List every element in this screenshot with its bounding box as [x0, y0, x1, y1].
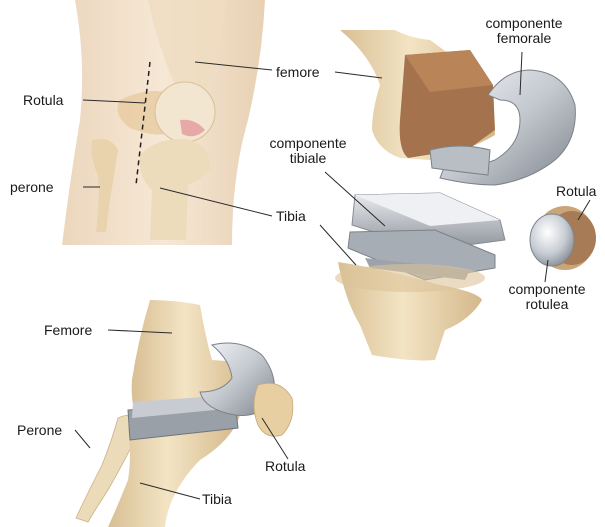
implanted-panel	[76, 300, 293, 527]
label-tibial-component-line1: componente	[258, 136, 358, 151]
label-patellar-component: componente rotulea	[497, 282, 597, 312]
label-perone-front: perone	[10, 180, 54, 195]
label-femoral-component-line2: femorale	[474, 31, 574, 46]
label-tibia-front: Tibia	[276, 209, 306, 224]
label-femore-implanted: Femore	[44, 323, 92, 338]
label-rotula-exploded: Rotula	[556, 184, 596, 199]
label-rotula-front: Rotula	[23, 93, 63, 108]
label-femoral-component: componente femorale	[474, 16, 574, 46]
patellar-component	[530, 206, 596, 270]
label-tibial-component: componente tibiale	[258, 136, 358, 166]
label-femore-front: femore	[276, 65, 320, 80]
label-tibia-implanted: Tibia	[202, 492, 232, 507]
label-tibial-component-line2: tibiale	[258, 151, 358, 166]
knee-front-panel	[62, 0, 265, 245]
label-patellar-component-line1: componente	[497, 282, 597, 297]
label-rotula-implanted: Rotula	[265, 459, 305, 474]
label-patellar-component-line2: rotulea	[497, 297, 597, 312]
label-perone-implanted: Perone	[17, 423, 62, 438]
label-femoral-component-line1: componente	[474, 16, 574, 31]
